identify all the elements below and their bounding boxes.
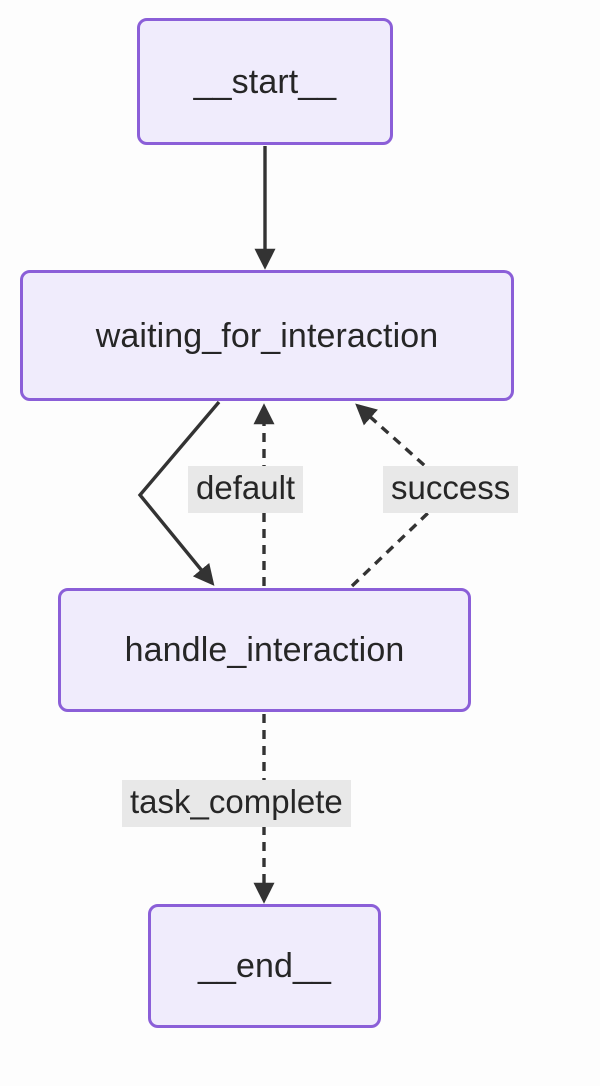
edge-waiting-to-handle — [137, 400, 221, 586]
node-end-label: __end__ — [197, 947, 332, 985]
node-start-label: __start__ — [193, 62, 337, 101]
edge-label-success: success — [383, 466, 519, 513]
node-handle-interaction[interactable]: handle_interaction — [58, 588, 471, 712]
edge-label-task-complete: task_complete — [122, 780, 351, 827]
node-waiting-for-interaction[interactable]: waiting_for_interaction — [20, 270, 514, 401]
node-waiting-for-interaction-label: waiting_for_interaction — [95, 316, 439, 355]
node-handle-interaction-label: handle_interaction — [124, 631, 405, 669]
node-start[interactable]: __start__ — [137, 18, 393, 145]
edge-label-default: default — [188, 466, 304, 513]
node-end[interactable]: __end__ — [148, 904, 381, 1028]
